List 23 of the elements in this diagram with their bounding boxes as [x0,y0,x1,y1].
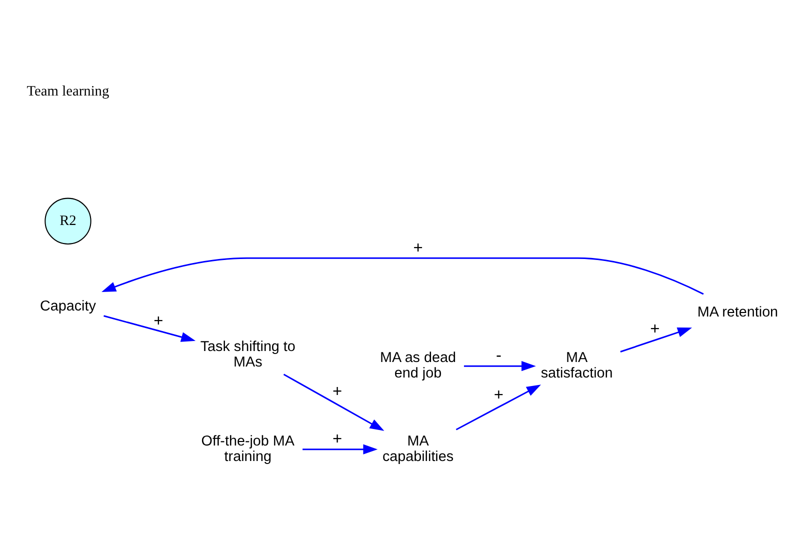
edge-label: + [494,385,504,404]
node-text: MA satisfaction [540,350,613,382]
arrow [456,384,541,430]
arrow [283,373,384,430]
node-text: Off-the-job MA training [201,432,294,464]
arrow [464,360,536,371]
node-text: MA retention [697,304,778,320]
node-text: Task shifting to MAs [200,338,296,370]
node-text: MA capabilities [382,432,454,464]
arrow [102,256,704,294]
arrow [620,326,692,352]
edge-label: + [332,430,342,448]
node-text: MA as dead end job [380,350,456,382]
label: Team learning [26,82,110,99]
edge-label: + [650,320,660,338]
edge-label: + [332,382,342,400]
arrow [104,314,196,342]
node-text: Capacity [40,298,96,314]
edge-label: + [154,311,164,330]
edge-label: - [496,346,502,364]
node-circle: R2 [44,197,92,244]
arrow [302,444,378,454]
edge-label: + [413,238,423,256]
